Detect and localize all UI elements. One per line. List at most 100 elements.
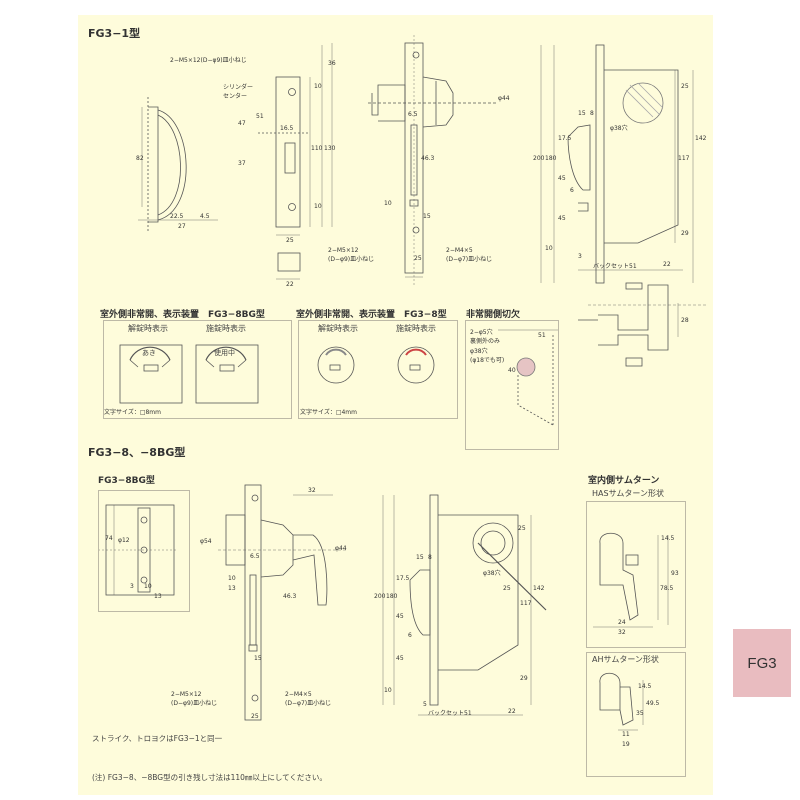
ah-thumbturn — [599, 672, 644, 731]
dim: 130 — [324, 145, 336, 152]
dim: 14.5 — [638, 683, 652, 690]
dim: φ44 — [335, 545, 347, 552]
dim: 180 — [545, 155, 557, 162]
ah-thumbturn-panel — [586, 652, 686, 777]
dim: 22 — [286, 281, 294, 288]
occupied-label: 使用中 — [214, 349, 235, 357]
callout-screw-m4: 2−M4×5 (D−φ7)皿小ねじ — [446, 247, 493, 263]
dim: 74 — [105, 535, 113, 542]
dim: 3 — [130, 583, 134, 590]
dim: 25 — [286, 237, 294, 244]
callout-screw-m4-b: 2−M4×5 (D−φ7)皿小ねじ — [285, 691, 332, 707]
fg3-8-lock-body — [218, 484, 348, 721]
dim: 47 — [238, 120, 246, 127]
fg3-1-handle-side-view — [138, 97, 218, 232]
title-indoor-thumb: 室内側サムターン — [588, 476, 660, 486]
caption-bg-locked: 施錠時表示 — [206, 324, 246, 333]
title-has-shape: HASサムターン形状 — [592, 489, 665, 498]
indicator-bg-panel — [103, 320, 292, 419]
dim: 6.5 — [408, 111, 418, 118]
callout-cylinder-center: シリンダー センター — [223, 84, 254, 100]
dim: 8 — [428, 554, 432, 561]
dim: 17.5 — [558, 135, 572, 142]
dim: 117 — [520, 600, 532, 607]
dim: 15 — [423, 213, 431, 220]
dim: 22.5 — [170, 213, 184, 220]
dim: 10 — [314, 203, 322, 210]
has-thumbturn-panel — [586, 501, 686, 648]
dim: 180 — [386, 593, 398, 600]
dim: 25 — [414, 255, 422, 262]
dim: 15 — [416, 554, 424, 561]
dim: 11 — [622, 731, 630, 738]
callout-hole38: φ38穴 (φ18でも可) — [470, 348, 505, 364]
dim: 10 — [144, 583, 152, 590]
indicator-bg-unlocked — [119, 344, 183, 404]
strike-note: ストライク、トロヨクはFG3−1と同一 — [92, 734, 223, 743]
callout-backset: バックセット51 — [593, 263, 637, 270]
indicator-std-panel — [298, 320, 458, 419]
callout-phi38-b: φ38穴 — [483, 570, 501, 577]
catalog-sheet: FG3−1型 室外側非常開、表示装置 FG3−8BG型 室外側非常開、表示装置 … — [78, 15, 713, 795]
dim: 142 — [695, 135, 707, 142]
dim: 10 — [384, 200, 392, 207]
dim: 3 — [578, 253, 582, 260]
char-size-bg: 文字サイズ：□8mm — [104, 409, 161, 416]
dim: 13 — [228, 585, 236, 592]
page-tab-fg3: FG3 — [733, 629, 791, 697]
dim: 40 — [508, 367, 516, 374]
dim: 51 — [256, 113, 264, 120]
dim: 10 — [228, 575, 236, 582]
title-emergency-cut: 非常開側切欠 — [466, 310, 521, 320]
dim: 200 — [533, 155, 545, 162]
dim: 45 — [558, 175, 566, 182]
callout-screw-top: 2−M5×12(D−φ9)皿小ねじ — [170, 57, 247, 64]
dim: 36 — [328, 60, 336, 67]
title-fg3-1: FG3−1型 — [88, 27, 141, 40]
dim: 25 — [503, 585, 511, 592]
dim: 46.3 — [283, 593, 297, 600]
dim: 49.5 — [646, 700, 660, 707]
dim: 4.5 — [200, 213, 210, 220]
indicator-bg-locked — [195, 344, 259, 404]
dim: 28 — [681, 317, 689, 324]
vacant-label: あき — [142, 349, 156, 357]
title-fg3-8: FG3−8、−8BG型 — [88, 446, 186, 459]
caption-bg-unlocked: 解錠時表示 — [128, 324, 168, 333]
dim: 32 — [308, 487, 316, 494]
fg3-1-strike-plate — [258, 43, 333, 280]
dim: 200 — [374, 593, 386, 600]
callout-phi38: φ38穴 — [610, 125, 628, 132]
fg3-8bg-panel — [98, 490, 190, 612]
fg3-8-case-side — [382, 494, 547, 716]
dim: 27 — [178, 223, 186, 230]
dim: 110 — [311, 145, 323, 152]
dim: 24 — [618, 619, 626, 626]
fg3-8bg-handle-view — [98, 504, 178, 596]
dim: 93 — [671, 570, 679, 577]
title-outdoor-bg: 室外側非常開、表示装置 FG3−8BG型 — [100, 310, 265, 320]
dim: 5 — [423, 701, 427, 708]
indicator-std-locked — [397, 346, 435, 384]
dim: 22 — [663, 261, 671, 268]
dim: 78.5 — [660, 585, 674, 592]
dim: 15 — [254, 655, 262, 662]
has-thumbturn — [593, 532, 669, 628]
dim: 25 — [681, 83, 689, 90]
dim: 32 — [618, 629, 626, 636]
dim: 45 — [396, 613, 404, 620]
dim: 25 — [251, 713, 259, 720]
dim: 25 — [518, 525, 526, 532]
dim: 142 — [533, 585, 545, 592]
dim: 15 — [578, 110, 586, 117]
dim: 8 — [590, 110, 594, 117]
title-fg3-8bg: FG3−8BG型 — [98, 476, 155, 486]
dim: 17.5 — [396, 575, 410, 582]
title-outdoor-8: 室外側非常開、表示装置 FG3−8型 — [296, 310, 447, 320]
dim: 6.5 — [250, 553, 260, 560]
indicator-std-unlocked — [317, 346, 355, 384]
dim: 19 — [622, 741, 630, 748]
char-size-std: 文字サイズ：□4mm — [300, 409, 357, 416]
callout-hole-note: 2−φ5穴 裏側外のみ — [470, 329, 501, 345]
dim: 10 — [314, 83, 322, 90]
